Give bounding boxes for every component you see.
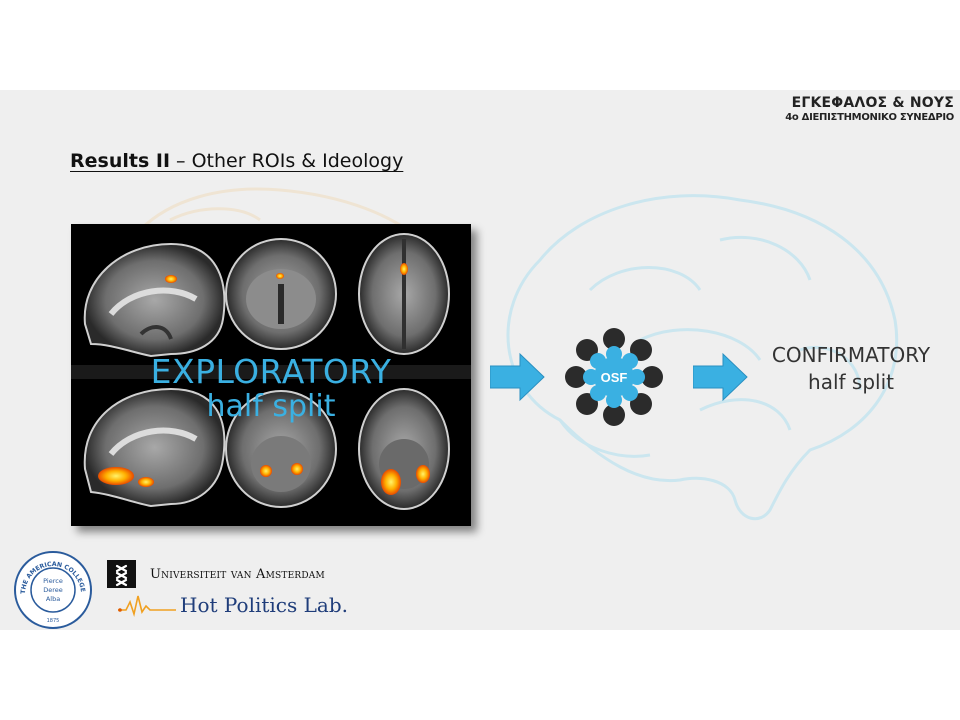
sagittal-slice-bottom: [83, 387, 226, 508]
uva-name: Universiteit van Amsterdam: [150, 567, 325, 582]
conference-title: ΕΓΚΕΦΑΛΟΣ & ΝΟΥΣ 4ο ΔΙΕΠΙΣΤΗΜΟΝΙΚΟ ΣΥΝΕΔ…: [785, 95, 954, 125]
slide-title-bold: Results II: [70, 150, 171, 172]
conference-title-line1: ΕΓΚΕΦΑΛΟΣ & ΝΟΥΣ: [791, 95, 954, 111]
seal-year: 1875: [47, 618, 60, 624]
arrow-right-icon: [490, 352, 545, 402]
slide: ΕΓΚΕΦΑΛΟΣ & ΝΟΥΣ 4ο ΔΙΕΠΙΣΤΗΜΟΝΙΚΟ ΣΥΝΕΔ…: [0, 90, 960, 630]
seal-line1: Pierce: [43, 577, 63, 585]
confirmatory-label: CONFIRMATORY half split: [746, 342, 956, 396]
seal-line2: Deree: [43, 586, 63, 594]
coronal-slice-top: [225, 238, 337, 350]
conference-title-line2: 4ο ΔΙΕΠΙΣΤΗΜΟΝΙΚΟ ΣΥΝΕΔΡΙΟ: [785, 112, 954, 123]
arrow-right-icon-2: [693, 352, 748, 402]
slide-title-rest: – Other ROIs & Ideology: [170, 150, 404, 172]
background-brain-icon: [138, 187, 899, 521]
confirmatory-line2: half split: [808, 370, 894, 394]
confirmatory-line1: CONFIRMATORY: [771, 343, 931, 367]
uva-logo-icon: [107, 560, 136, 588]
pulse-line-icon: [118, 595, 176, 617]
sagittal-slice-top: [83, 242, 226, 358]
panel-divider: [71, 365, 471, 379]
axial-slice-bottom: [358, 388, 450, 510]
college-seal-logo: THE AMERICAN COLLEGE OF GREECE Pierce De…: [13, 550, 92, 629]
coronal-slice-bottom: [225, 390, 337, 508]
osf-logo-icon: OSF: [565, 328, 663, 426]
brain-scans-image: [83, 233, 450, 510]
slide-title: Results II – Other ROIs & Ideology: [70, 150, 403, 172]
osf-label: OSF: [601, 370, 628, 385]
hot-politics-lab-name: Hot Politics Lab.: [180, 593, 348, 617]
seal-line3: Alba: [46, 595, 60, 603]
axial-slice-top: [358, 233, 450, 355]
brain-scan-panel: [71, 224, 471, 526]
